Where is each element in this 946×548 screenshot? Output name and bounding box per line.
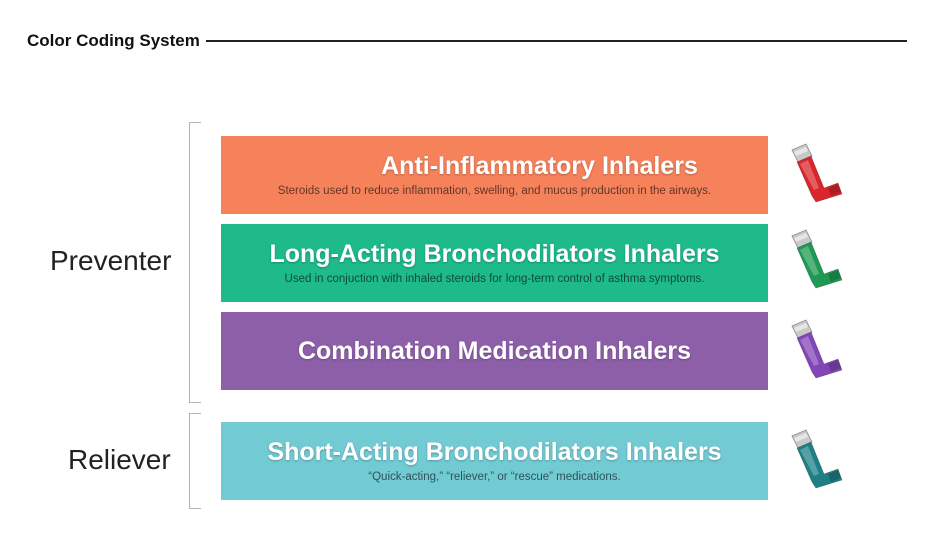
header-rule — [205, 40, 907, 42]
band-description: Steroids used to reduce inflammation, sw… — [277, 185, 712, 197]
band-title: Long-Acting Bronchodilators Inhalers — [269, 240, 720, 268]
band-short-acting: Short-Acting Bronchodilators Inhalers “Q… — [221, 422, 768, 500]
inhaler-icon — [791, 143, 843, 203]
band-anti-inflammatory: Anti-Inflammatory Inhalers Steroids used… — [221, 136, 768, 214]
band-long-acting: Long-Acting Bronchodilators Inhalers Use… — [221, 224, 768, 302]
band-title: Short-Acting Bronchodilators Inhalers — [267, 438, 722, 466]
header: Color Coding System — [27, 29, 907, 53]
preventer-label: Preventer — [50, 245, 172, 276]
page-title: Color Coding System — [27, 31, 200, 50]
band-combination: Combination Medication Inhalers — [221, 312, 768, 390]
band-description: Used in conjuction with inhaled steroids… — [284, 273, 705, 285]
band-title: Anti-Inflammatory Inhalers — [381, 152, 698, 180]
band-title: Combination Medication Inhalers — [297, 337, 692, 365]
band-description: “Quick-acting,” “reliever,” or “rescue” … — [368, 471, 621, 483]
preventer-bracket — [189, 122, 201, 403]
inhaler-icon — [791, 229, 843, 289]
reliever-bracket — [189, 413, 201, 509]
inhaler-icon — [791, 319, 843, 379]
inhaler-icon — [791, 429, 843, 489]
reliever-label: Reliever — [68, 444, 171, 475]
